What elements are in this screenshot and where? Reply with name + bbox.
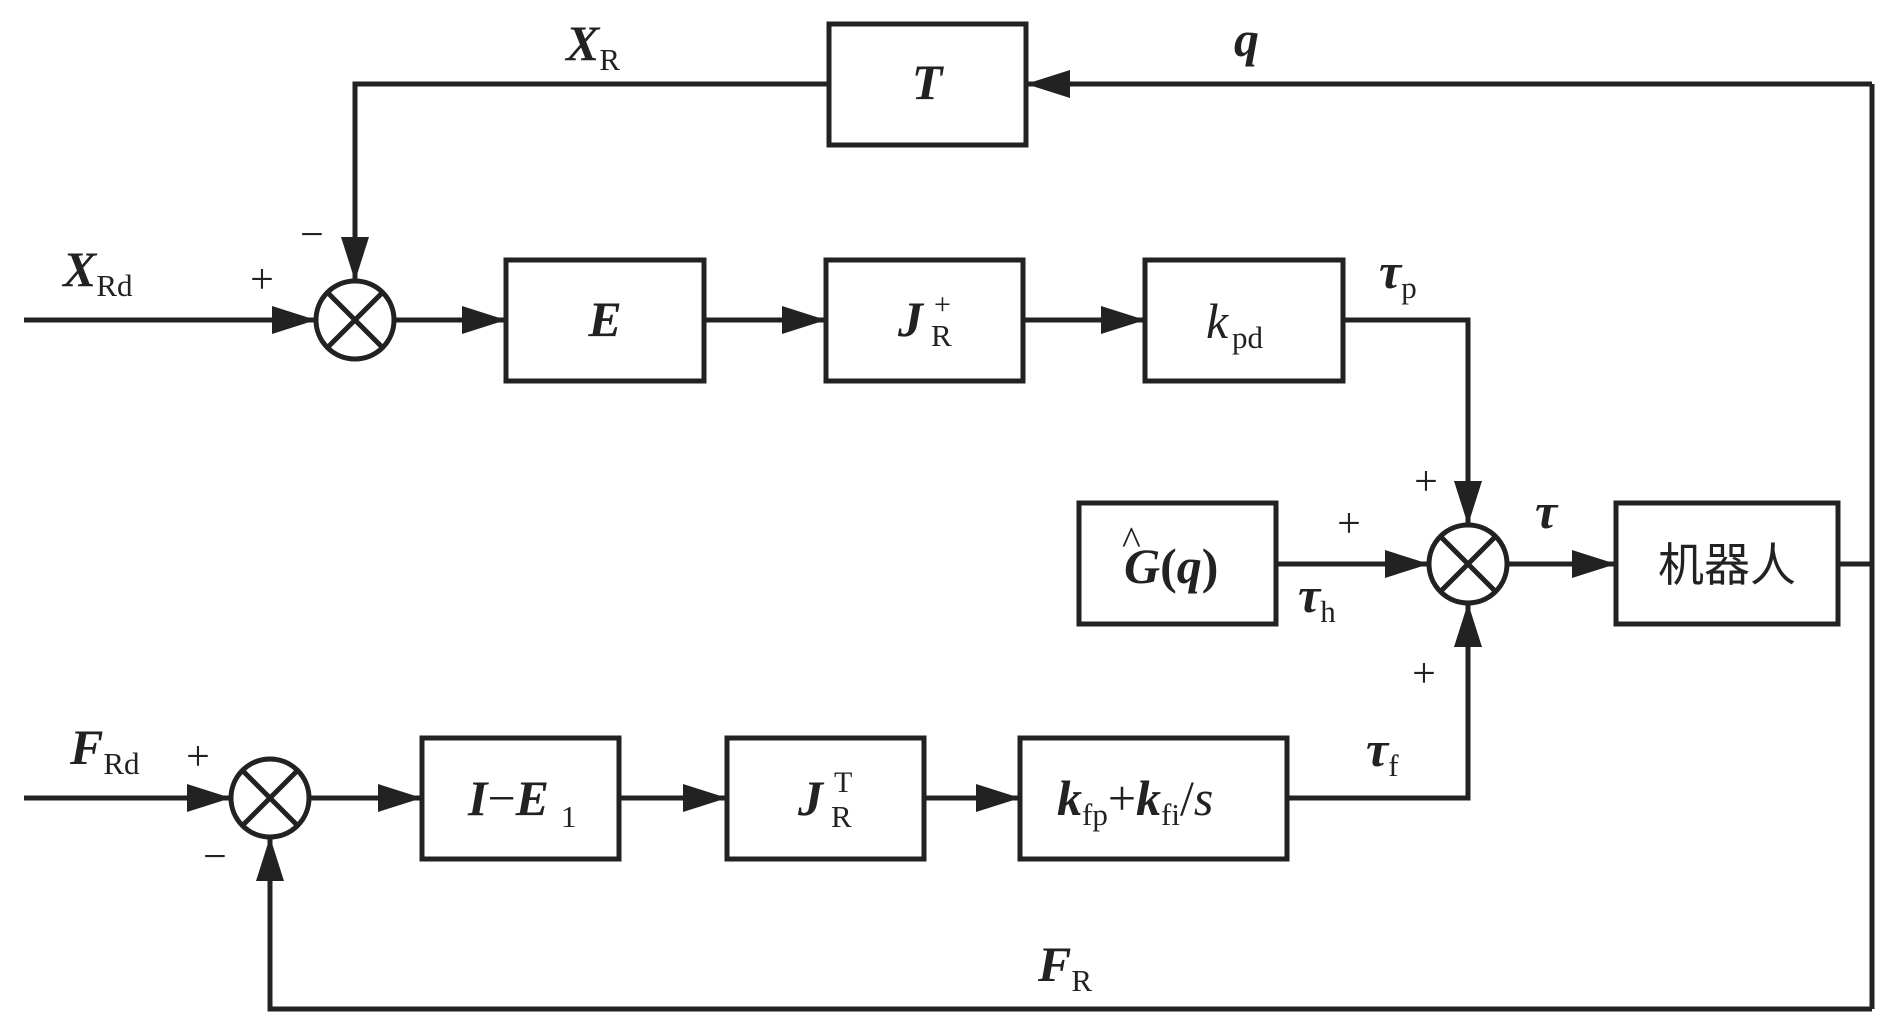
signal-tau-f: τf bbox=[1366, 721, 1399, 783]
block-kpd-sub: pd bbox=[1232, 320, 1264, 355]
block-J-T-sub: R bbox=[831, 799, 852, 834]
line-kpd-sum2 bbox=[1343, 317, 1482, 525]
sign-sum3-plus: + bbox=[186, 734, 210, 780]
block-kfp-kfi-label: kfp+kfi/s bbox=[1057, 770, 1213, 832]
block-J-plus-sub: R bbox=[931, 318, 952, 353]
block-J-plus bbox=[823, 257, 1026, 384]
signal-q: q bbox=[1234, 11, 1259, 67]
block-I-E1-label: I−E bbox=[467, 770, 549, 826]
block-kpd-label: k bbox=[1206, 293, 1229, 349]
signal-tau: τ bbox=[1535, 483, 1559, 539]
block-T-label: T bbox=[912, 54, 945, 110]
sign-sum2-top-plus: + bbox=[1414, 459, 1438, 505]
sign-sum1-minus: − bbox=[300, 212, 324, 258]
summing-junction-1 bbox=[313, 278, 397, 362]
sign-sum3-minus: − bbox=[203, 834, 227, 880]
block-E-label: E bbox=[587, 291, 621, 347]
block-G-hat: ^ bbox=[1122, 518, 1141, 563]
block-G-label: G(q) bbox=[1124, 538, 1218, 594]
block-J-plus-label: J bbox=[897, 291, 925, 347]
line-fr-feedback bbox=[256, 837, 1872, 1012]
signal-tau-p: τp bbox=[1379, 243, 1417, 305]
block-J-T bbox=[724, 735, 927, 862]
signal-F-Rd: FRd bbox=[69, 719, 140, 781]
block-I-E1-sub: 1 bbox=[561, 799, 577, 834]
signal-F-R: FR bbox=[1037, 936, 1092, 998]
block-robot-label: 机器人 bbox=[1658, 538, 1796, 592]
block-J-plus-sup: + bbox=[934, 288, 951, 321]
signal-X-Rd: XRd bbox=[61, 241, 133, 303]
line-T-sum1 bbox=[341, 81, 829, 281]
line-kfp-sum2 bbox=[1287, 603, 1482, 801]
summing-junction-2 bbox=[1426, 522, 1510, 606]
sign-sum1-plus: + bbox=[250, 257, 274, 303]
summing-junction-3 bbox=[228, 756, 312, 840]
block-J-T-label: J bbox=[797, 770, 825, 826]
sign-sum2-left-plus: + bbox=[1337, 501, 1361, 547]
signal-X-R: XR bbox=[564, 15, 620, 77]
sign-sum2-bottom-plus: + bbox=[1412, 651, 1436, 697]
signal-tau-h: τh bbox=[1298, 567, 1336, 629]
block-J-T-sup: T bbox=[834, 766, 852, 799]
